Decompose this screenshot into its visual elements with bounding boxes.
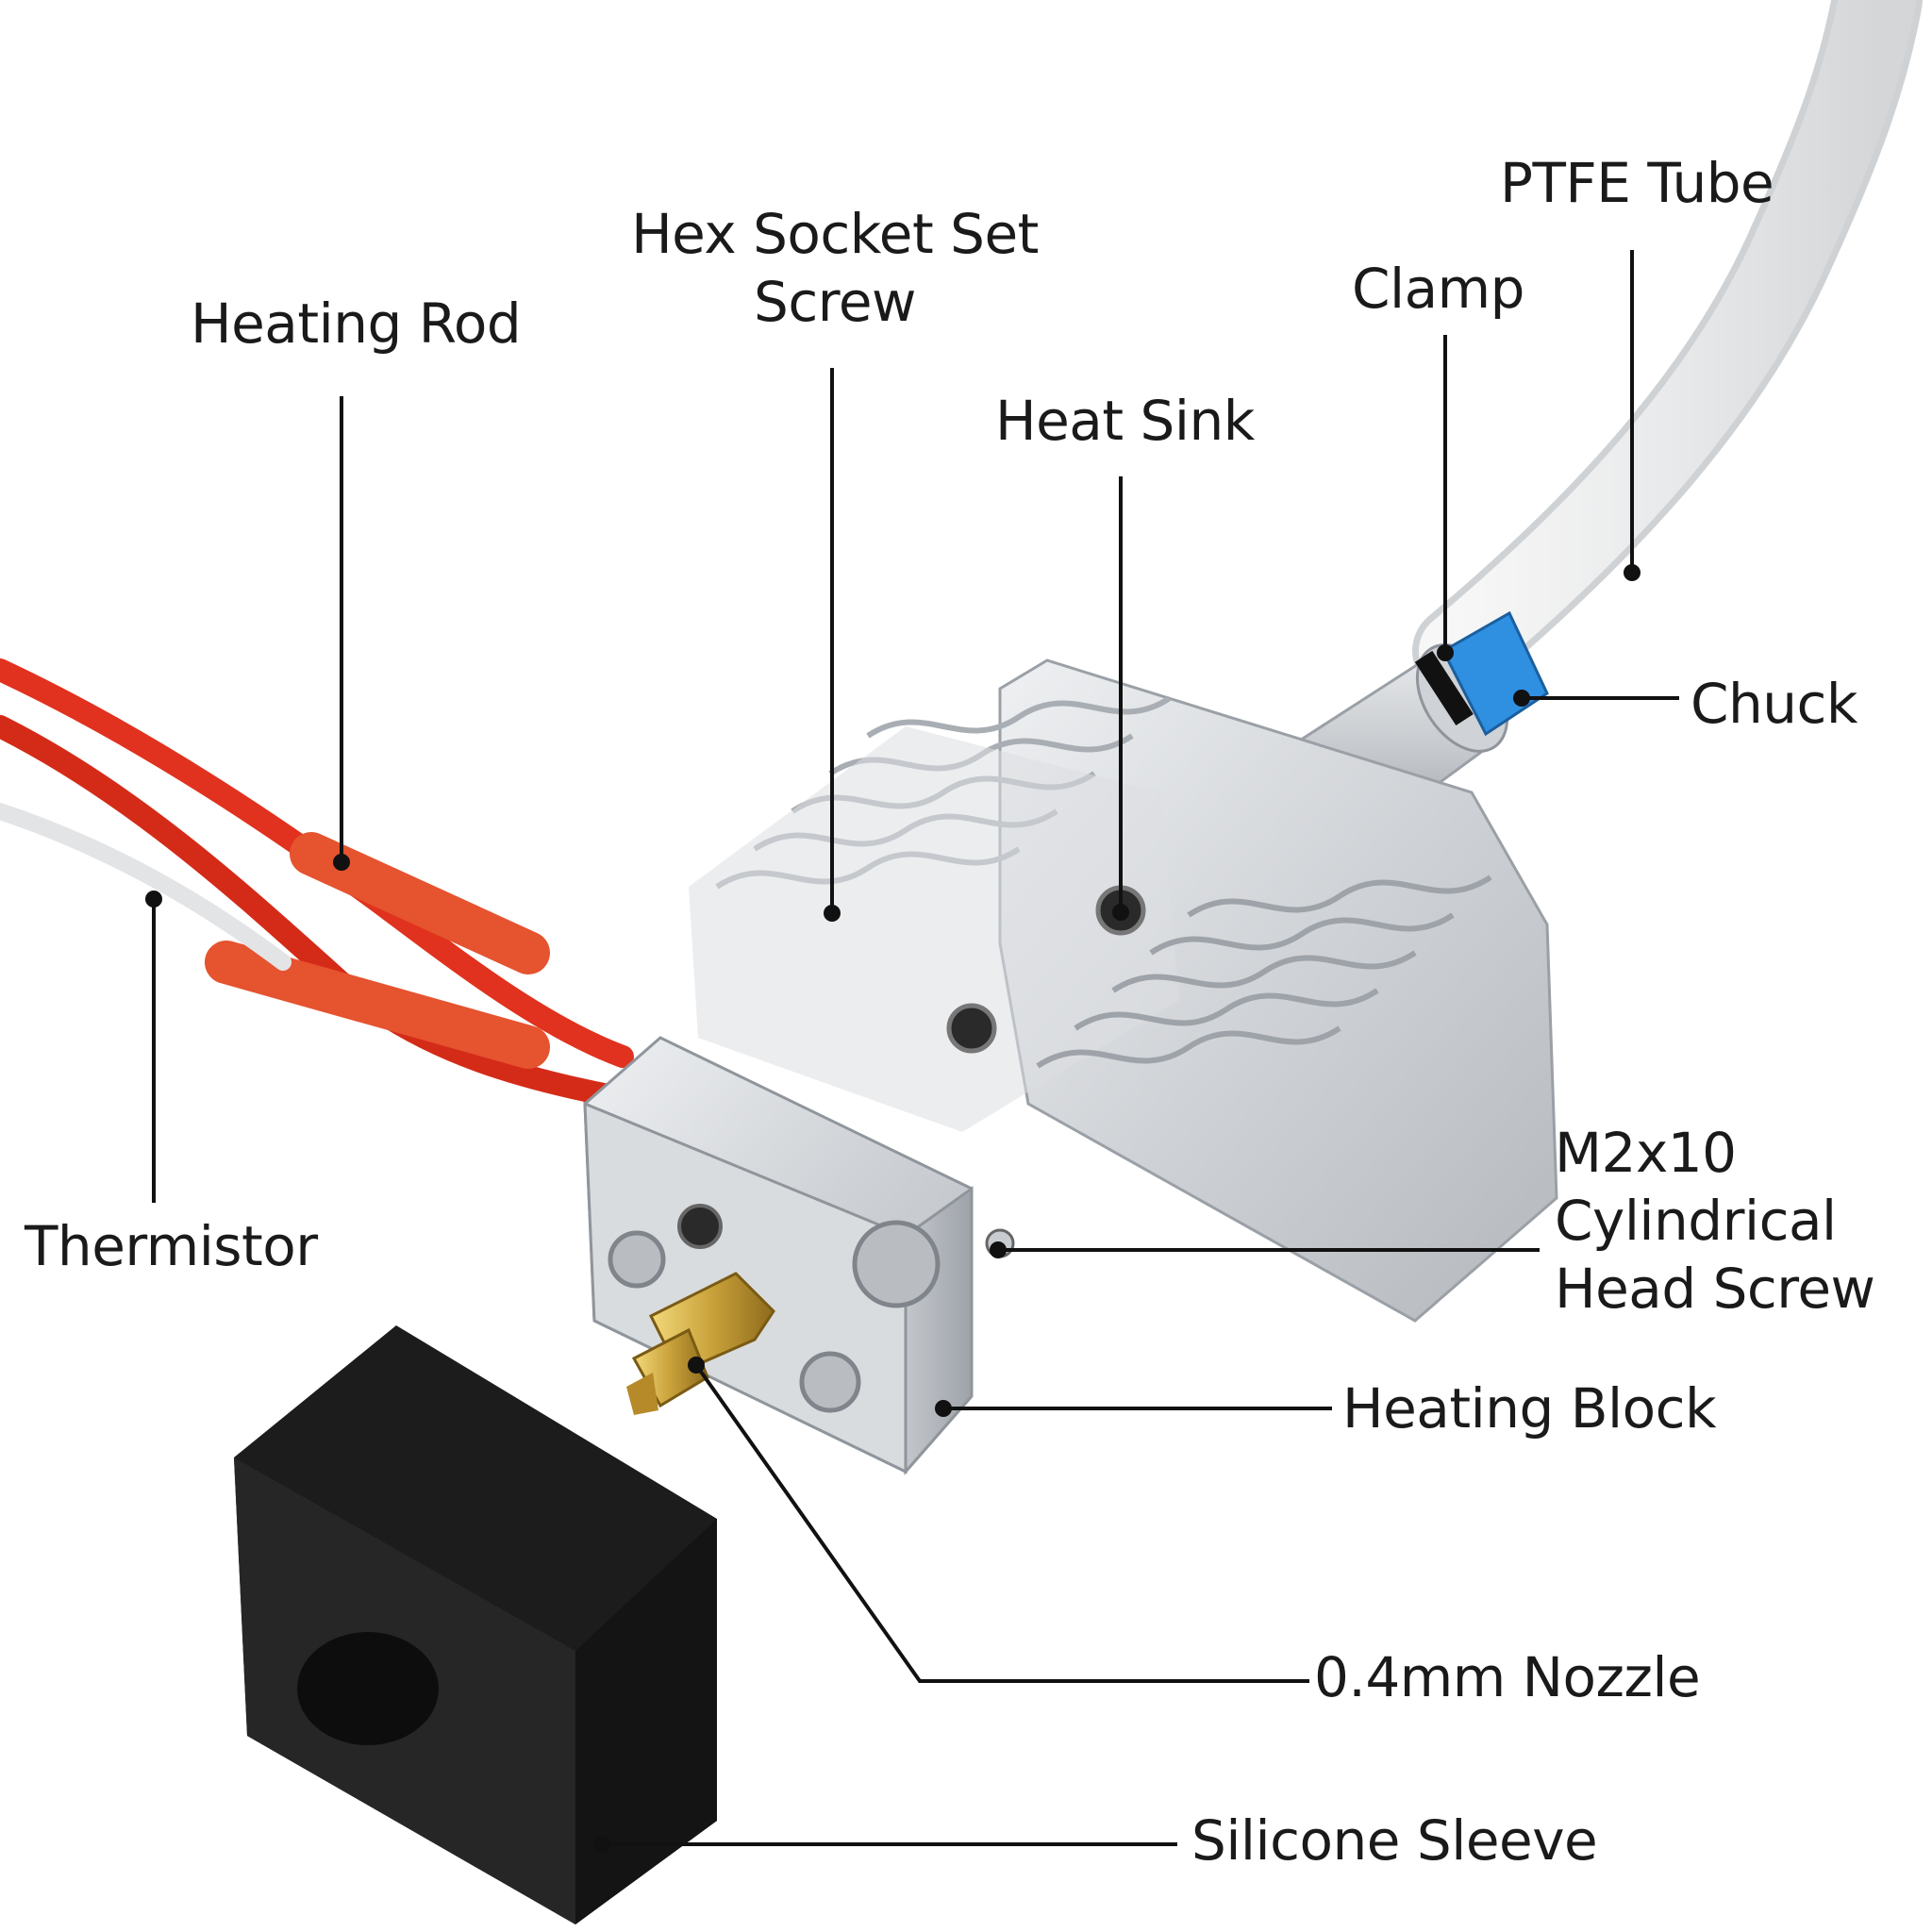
label-ptfe-tube: PTFE Tube [1500, 151, 1774, 215]
label-hex-socket-line-2: Screw [754, 270, 916, 334]
label-silicone-sleeve: Silicone Sleeve [1191, 1808, 1598, 1873]
label-heating-rod: Heating Rod [191, 291, 522, 356]
label-m2-line-2: Cylindrical [1555, 1189, 1837, 1253]
label-clamp: Clamp [1352, 257, 1524, 321]
label-hex-socket-line-1: Hex Socket Set [631, 202, 1039, 266]
label-heat-sink: Heat Sink [995, 389, 1255, 453]
thermistor-wire [0, 803, 291, 971]
label-nozzle: 0.4mm Nozzle [1314, 1645, 1701, 1709]
label-chuck: Chuck [1690, 672, 1858, 736]
label-thermistor: Thermistor [25, 1214, 318, 1278]
leader-lines [152, 250, 1679, 1846]
label-m2-line-1: M2x10 [1555, 1121, 1737, 1185]
label-m2x10-cylindrical-head-screw: M2x10 Cylindrical Head Screw [1555, 1119, 1875, 1323]
leader-dots [145, 564, 1641, 1853]
label-m2-line-3: Head Screw [1555, 1257, 1875, 1321]
heat-sink [689, 658, 1558, 1323]
label-heating-block: Heating Block [1342, 1376, 1717, 1441]
label-hex-socket-set-screw: Hex Socket Set Screw [627, 200, 1042, 336]
nozzle [626, 1272, 775, 1415]
silicone-sleeve [234, 1325, 717, 1924]
